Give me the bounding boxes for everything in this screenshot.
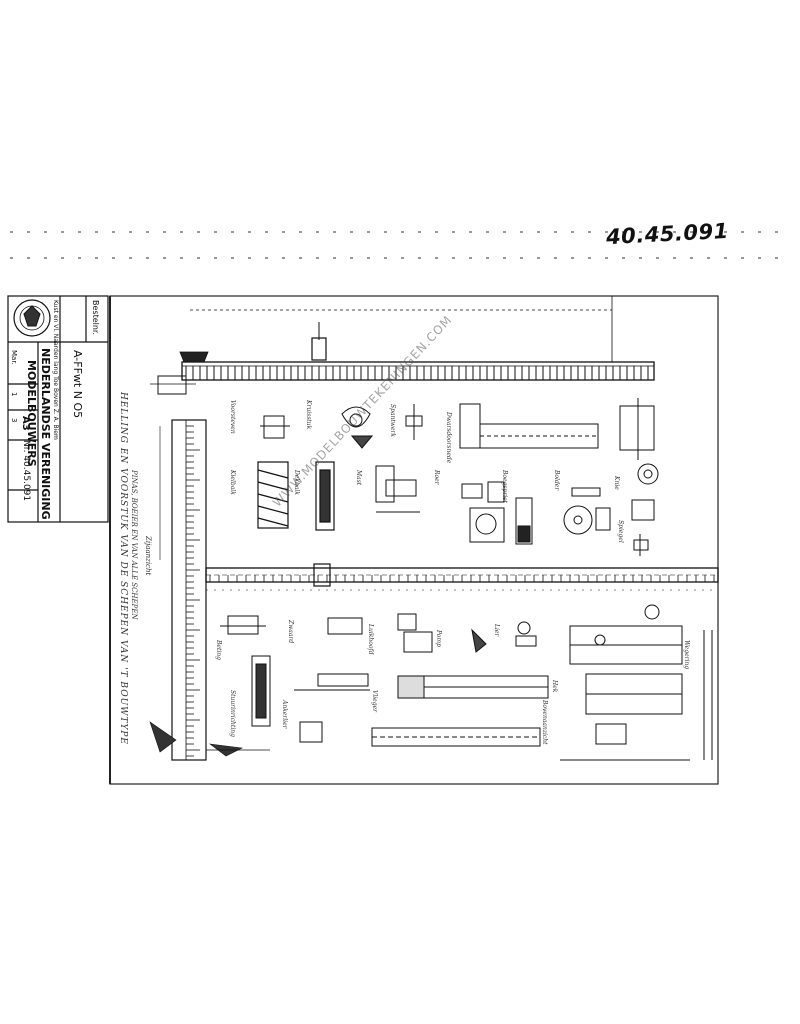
title-header-word: Bestelnr. bbox=[91, 300, 100, 336]
panel-label: Kielbalk bbox=[229, 470, 236, 495]
drawing-frame bbox=[109, 295, 719, 785]
sheet-field-1: Mar. bbox=[10, 350, 18, 365]
paper-size: A3 bbox=[20, 416, 31, 431]
organization-line-1: NEDERLANDSE VERENIGING bbox=[39, 348, 52, 520]
sheet-field-3: 3 bbox=[10, 418, 18, 423]
panel-label: Beting bbox=[215, 640, 222, 660]
panel-label: Stuurinrichting bbox=[229, 690, 236, 737]
ship-name: A-FFwt N O5 bbox=[71, 350, 84, 419]
side-caption-2: PINAS, BOEIER EN VAN ALLE SCHEPEN bbox=[130, 470, 138, 620]
panel-label: Dwarsdoorsnede bbox=[445, 412, 452, 464]
drawing-number: Nr. 40.45.091 bbox=[21, 440, 31, 502]
panel-label: Luikhoofd bbox=[367, 624, 374, 655]
panel-label: Voorsteven bbox=[229, 400, 236, 434]
panel-label: Boegspriet bbox=[501, 470, 508, 504]
panel-label: Bolder bbox=[553, 470, 560, 491]
panel-label: Knie bbox=[613, 476, 620, 490]
panel-label: Spiegel bbox=[617, 520, 624, 543]
title-fine-print: Kust en Vl. Naarden lang Toe Boven Z. A.… bbox=[52, 300, 59, 440]
top-rail bbox=[150, 296, 655, 395]
title-block bbox=[7, 295, 109, 523]
middle-rail bbox=[205, 563, 719, 591]
detail-drawings-lower bbox=[220, 604, 713, 761]
vertical-ruler bbox=[149, 419, 270, 761]
nvm-emblem-logo bbox=[13, 299, 51, 337]
side-caption: HELLING EN VOORSTUK VAN DE SCHEPEN VAN '… bbox=[118, 392, 128, 745]
panel-label: Zwaard bbox=[287, 620, 294, 644]
panel-label: Kruisstuk bbox=[305, 400, 312, 430]
panel-label: Lier bbox=[493, 624, 500, 637]
detail-drawings-upper bbox=[257, 398, 659, 556]
panel-label: Mast bbox=[355, 470, 362, 486]
panel-label: Vlieger bbox=[371, 690, 378, 712]
panel-label: Spantwerk bbox=[389, 404, 396, 437]
panel-label: Bovenaanzicht bbox=[541, 700, 548, 745]
panel-label: Hek bbox=[551, 680, 558, 693]
panel-label: Dekbalk bbox=[293, 470, 300, 495]
ruler-caption: Zijaanzicht bbox=[144, 536, 152, 576]
panel-label: Wegering bbox=[683, 640, 690, 670]
panel-label: Ankerlier bbox=[281, 700, 288, 729]
panel-label: Roer bbox=[433, 470, 440, 485]
panel-label: Pomp bbox=[435, 630, 442, 647]
sheet-field-2: 1 bbox=[10, 392, 18, 397]
